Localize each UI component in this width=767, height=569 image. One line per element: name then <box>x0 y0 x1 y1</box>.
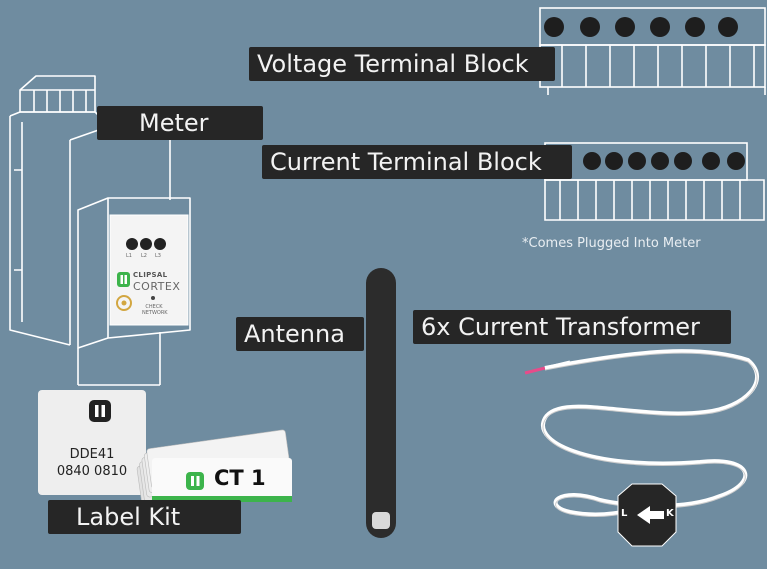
current-terminal-screws <box>583 152 745 170</box>
label-card-line2: 0840 0810 <box>56 464 128 479</box>
ct-connector-right: K <box>666 508 674 519</box>
label-kit-drawing <box>38 390 292 507</box>
antenna-label: Antenna <box>236 317 364 351</box>
current-terminal-block-label: Current Terminal Block <box>262 145 572 179</box>
meter-brand-large: CORTEX <box>133 280 181 293</box>
label-kit-label: Label Kit <box>48 500 241 534</box>
meter-led-label-2: L2 <box>141 253 147 259</box>
meter-brand-small: CLIPSAL <box>133 271 168 279</box>
current-transformer-label: 6x Current Transformer <box>413 310 731 344</box>
label-card: DDE41 0840 0810 <box>38 446 146 480</box>
ct-connector-left: L <box>621 508 628 519</box>
current-transformer-drawing <box>524 349 760 547</box>
antenna-drawing <box>366 268 396 538</box>
meter-led-label-3: L3 <box>155 253 161 259</box>
meter-button-label: CHECK NETWORK <box>142 304 168 316</box>
label-card-line1: DDE41 <box>69 447 115 462</box>
meter-front-panel <box>109 214 189 326</box>
voltage-terminal-block-drawing <box>539 7 766 95</box>
meter-label: Meter <box>97 106 263 140</box>
voltage-terminal-screws <box>544 17 738 37</box>
meter-led-label-1: L1 <box>126 253 132 259</box>
voltage-terminal-block-label: Voltage Terminal Block <box>249 47 555 81</box>
ct-tag-text: CT 1 <box>214 466 266 490</box>
current-terminal-block-drawing <box>544 142 765 221</box>
comes-plugged-note: *Comes Plugged Into Meter <box>522 236 701 251</box>
